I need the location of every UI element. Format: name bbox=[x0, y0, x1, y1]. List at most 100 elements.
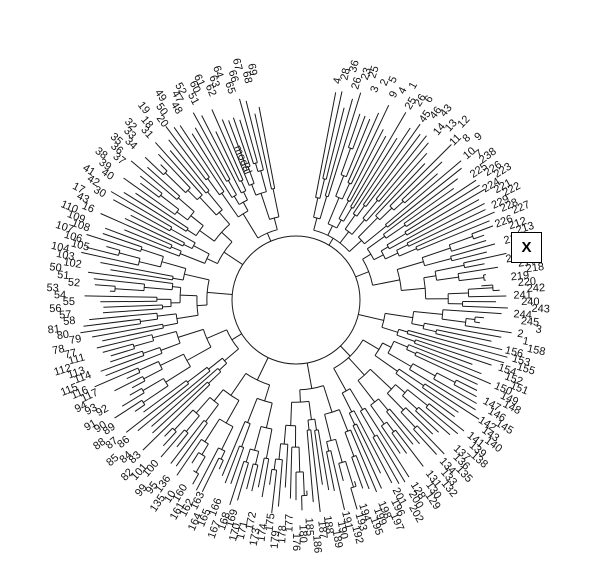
leaf-branch bbox=[80, 323, 141, 334]
leaf-branch bbox=[356, 423, 382, 474]
leaf-label: 218 bbox=[525, 261, 545, 275]
clade-stem bbox=[260, 193, 271, 220]
leaf-branch bbox=[170, 420, 205, 464]
leaf-branch bbox=[176, 439, 202, 476]
clade-stem bbox=[422, 247, 451, 259]
marker-box-x: X bbox=[511, 232, 542, 263]
leaf-branch bbox=[450, 243, 496, 257]
clade-stem bbox=[380, 246, 389, 252]
leaf-label: 58 bbox=[63, 315, 76, 328]
clade-stem bbox=[385, 312, 413, 319]
clade-stem bbox=[299, 389, 301, 403]
clade-stem bbox=[227, 180, 237, 196]
leaf-branch bbox=[142, 384, 211, 451]
clade-stem bbox=[379, 207, 393, 221]
clade-arc bbox=[325, 195, 329, 198]
clade-stem bbox=[255, 451, 260, 465]
leaf-label: 107 bbox=[54, 219, 75, 236]
clade-stem bbox=[387, 352, 412, 367]
clade-stem bbox=[335, 175, 345, 197]
leaf-branch bbox=[415, 410, 439, 433]
leaf-branch bbox=[130, 214, 185, 244]
clade-arc bbox=[363, 204, 367, 208]
leaf-label: 99 bbox=[133, 482, 150, 499]
clade-arc bbox=[387, 341, 395, 354]
leaf-branch bbox=[195, 447, 219, 491]
leaf-branch bbox=[347, 112, 380, 183]
clade-stem bbox=[357, 380, 376, 403]
clade-stem bbox=[221, 192, 239, 218]
leaf-branch bbox=[251, 464, 259, 492]
leaf-label: 167 bbox=[206, 519, 223, 540]
leaf-label: 187 bbox=[315, 520, 329, 540]
marker-box-label: X bbox=[521, 239, 532, 256]
clade-stem bbox=[338, 200, 350, 219]
leaf-label: 28 bbox=[339, 67, 353, 82]
clade-stem bbox=[319, 178, 325, 199]
clade-stem bbox=[160, 342, 181, 351]
leaf-branch bbox=[345, 118, 371, 177]
clade-arc bbox=[441, 309, 444, 320]
leaf-branch bbox=[352, 425, 382, 489]
leaf-branch bbox=[113, 199, 171, 232]
leaf-label: 156 bbox=[504, 344, 525, 360]
leaf-branch bbox=[160, 429, 185, 458]
clade-stem bbox=[327, 197, 340, 224]
leaf-label: 95 bbox=[144, 479, 161, 496]
leaf-branch bbox=[192, 112, 231, 180]
clade-stem bbox=[177, 197, 195, 212]
clade-stem bbox=[186, 346, 212, 361]
leaf-branch bbox=[139, 182, 160, 198]
clade-arc bbox=[215, 209, 223, 216]
clade-arc bbox=[340, 174, 347, 178]
clade-arc bbox=[396, 250, 400, 257]
clade-arc bbox=[182, 268, 187, 281]
clade-stem bbox=[273, 458, 277, 470]
leaf-branch bbox=[409, 368, 476, 411]
clade-stem bbox=[382, 342, 392, 348]
clade-stem bbox=[362, 253, 372, 260]
leaf-branch bbox=[194, 127, 228, 182]
leaf-label: 50 bbox=[49, 261, 63, 275]
leaf-branch bbox=[451, 240, 487, 252]
leaf-branch bbox=[237, 462, 249, 501]
leaf-label: 158 bbox=[526, 343, 546, 359]
clade-arc bbox=[172, 276, 174, 280]
clade-stem bbox=[393, 201, 404, 211]
leaf-label: 219 bbox=[510, 269, 530, 283]
clade-stem bbox=[324, 414, 332, 441]
clade-stem bbox=[411, 323, 424, 327]
clade-arc bbox=[357, 368, 371, 381]
leaf-label: 20 bbox=[154, 113, 171, 130]
clade-stem bbox=[264, 384, 271, 402]
clade-arc bbox=[348, 147, 353, 150]
clade-stem bbox=[171, 246, 182, 252]
leaf-label: 102 bbox=[62, 256, 82, 271]
clade-stem bbox=[358, 217, 378, 238]
leaf-label: 186 bbox=[310, 534, 324, 553]
leaf-branch bbox=[391, 432, 408, 454]
clade-arc bbox=[347, 182, 352, 185]
leaf-label: 46 bbox=[428, 104, 445, 121]
clade-arc bbox=[396, 329, 400, 336]
leaf-label: 3 bbox=[368, 84, 381, 94]
leaf-branch bbox=[114, 376, 143, 392]
clade-arc bbox=[185, 228, 189, 232]
leaf-label: 49 bbox=[152, 87, 169, 104]
leaf-label: 154 bbox=[497, 362, 518, 379]
leaf-label: 185 bbox=[302, 517, 315, 536]
leaf-label: 25 bbox=[403, 95, 420, 112]
leaf-branch bbox=[261, 458, 270, 498]
leaf-branch bbox=[124, 229, 171, 250]
leaf-label: 68 bbox=[240, 70, 254, 85]
leaf-label: 4 bbox=[396, 85, 409, 96]
leaf-branch bbox=[406, 202, 485, 244]
leaf-branch bbox=[277, 459, 283, 507]
clade-stem bbox=[396, 244, 409, 251]
clade-arc bbox=[206, 366, 211, 372]
leaf-branch bbox=[346, 129, 384, 201]
leaf-branch bbox=[221, 421, 246, 476]
leaf-label: 174 bbox=[255, 523, 269, 543]
leaf-label: 178 bbox=[276, 525, 289, 544]
